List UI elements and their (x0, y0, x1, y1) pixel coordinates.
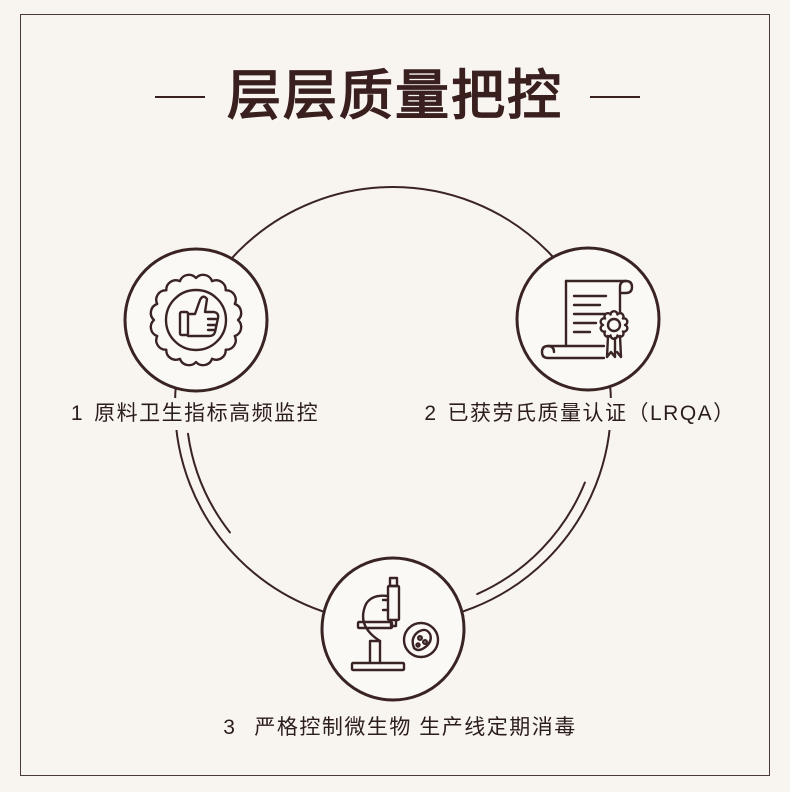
step-1-node (123, 247, 269, 393)
step-1-label: 1 原料卫生指标高频监控 (35, 398, 355, 430)
badge-scallop (149, 273, 243, 367)
page-frame (20, 14, 770, 776)
thumbs-up-badge-icon (149, 273, 243, 367)
microscope-icon (350, 576, 440, 672)
step-3-label-box: 3 严格控制微生物 生产线定期消毒 (217, 712, 583, 744)
step-2-label-box: 2 已获劳氏质量认证（LRQA） (418, 398, 742, 430)
step-2-number: 2 (424, 402, 438, 425)
step-3-number: 3 (223, 716, 237, 739)
step-2-node (515, 246, 661, 392)
step-2-label: 2 已获劳氏质量认证（LRQA） (410, 398, 750, 430)
cycle-inner-arc-right (476, 481, 586, 596)
certificate-icon (540, 279, 634, 360)
step-1-label-box: 1 原料卫生指标高频监控 (64, 398, 326, 430)
step-1-number: 1 (70, 402, 85, 425)
title-dash-left (155, 96, 205, 98)
certificate-seal (599, 310, 629, 340)
title-dash-right (590, 96, 640, 98)
step-1-text: 原料卫生指标高频监控 (94, 402, 320, 425)
cycle-inner-arc-left (187, 432, 231, 534)
step-2-text: 已获劳氏质量认证（LRQA） (447, 402, 736, 425)
step-3-label: 3 严格控制微生物 生产线定期消毒 (195, 712, 605, 744)
step-3-node (320, 556, 466, 702)
step-3-text: 严格控制微生物 生产线定期消毒 (254, 716, 577, 739)
page-title: 层层质量把控 (227, 66, 563, 126)
